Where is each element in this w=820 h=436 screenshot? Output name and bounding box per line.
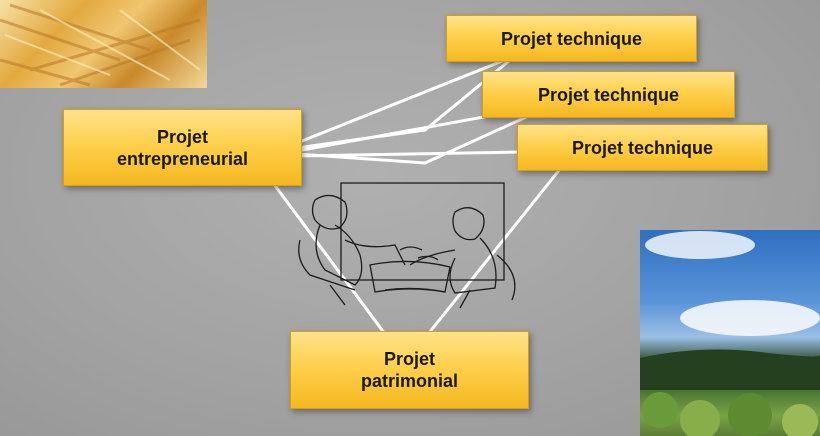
patrimonial-project-box: Projet patrimonial [290,331,529,409]
connector-entre-patri [260,166,387,336]
connector-t3-patri [411,157,570,355]
food-photo [0,0,207,88]
food-photo-texture [0,3,201,87]
entrepreneurial-project-label: Projet entrepreneurial [116,126,249,169]
technical-project-label-2: Projet technique [537,84,680,105]
technical-project-box-3: Projet technique [517,124,768,171]
landscape-photo [640,230,820,436]
technical-project-box-2: Projet technique [482,71,735,118]
technical-project-label-3: Projet technique [571,137,714,158]
connector-t1-cross [423,54,517,132]
connector-entre-t1 [295,54,517,145]
meeting-whiteboard [340,182,505,281]
technical-project-label-1: Projet technique [500,28,643,49]
connector-entre-t3 [295,150,522,158]
entrepreneurial-project-box: Projet entrepreneurial [63,109,302,186]
technical-project-box-1: Projet technique [446,15,697,62]
patrimonial-project-label: Projet patrimonial [360,349,458,391]
landscape-photo-detail [640,231,820,436]
